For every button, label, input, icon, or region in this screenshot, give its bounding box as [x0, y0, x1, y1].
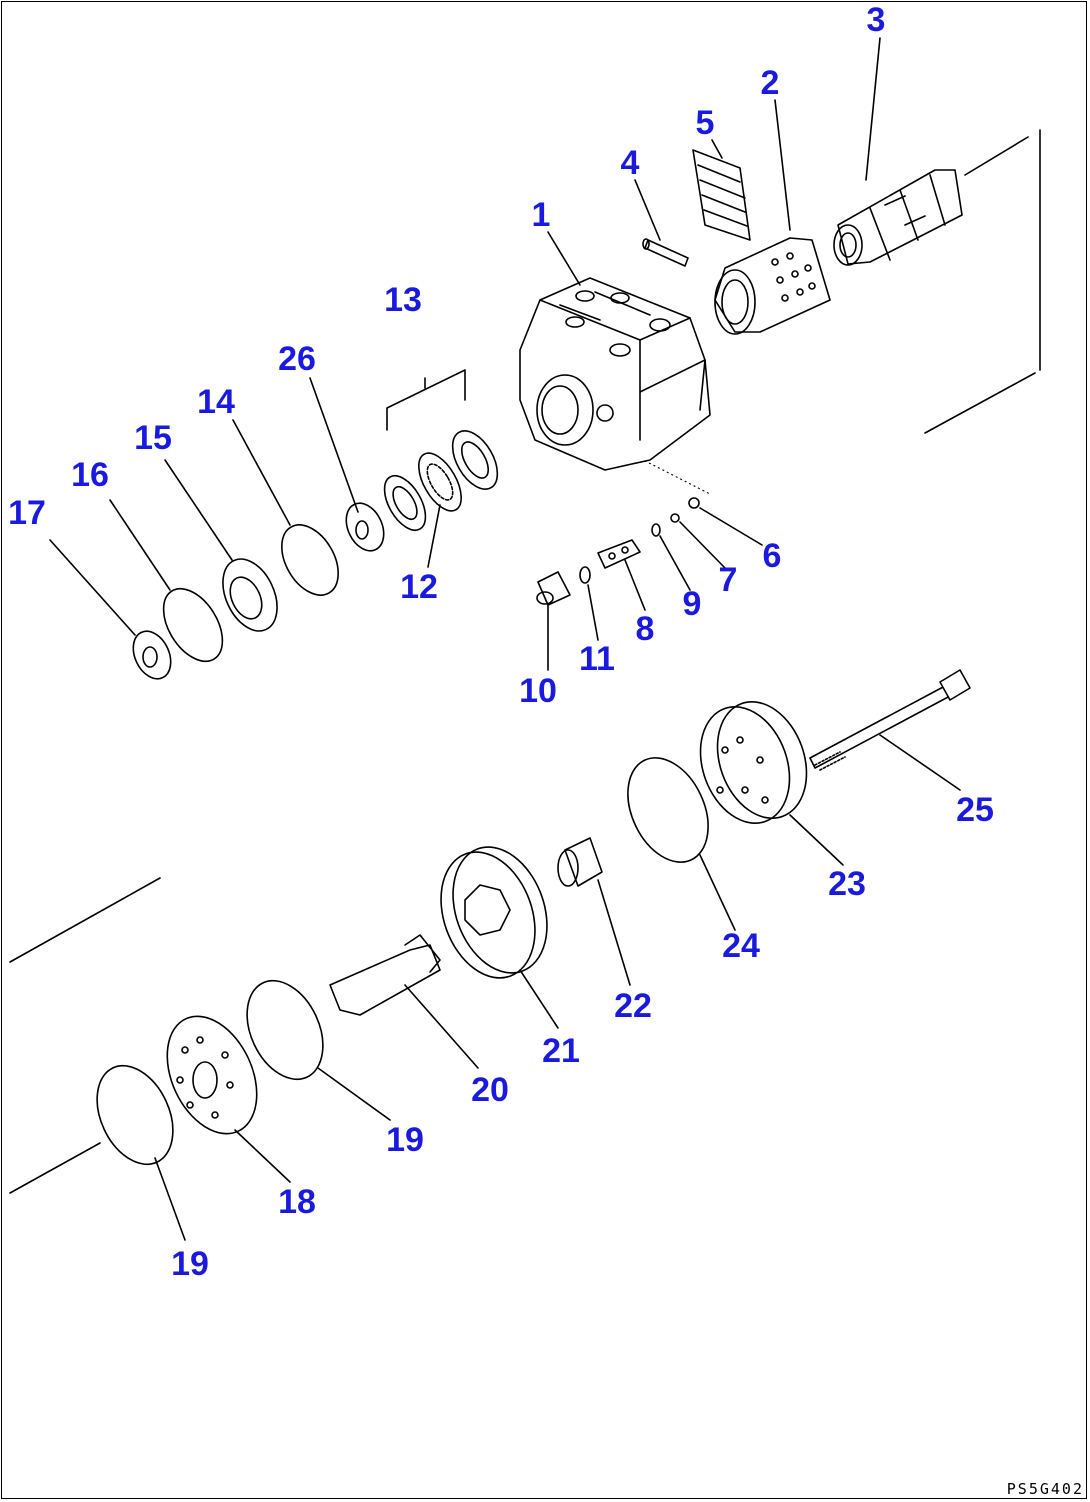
callout-12: 12	[400, 568, 438, 606]
part-22-spacer	[557, 837, 603, 887]
callout-22: 22	[614, 987, 652, 1025]
part-13-washer-rear	[383, 475, 427, 531]
callout-26: 26	[278, 340, 316, 378]
callout-25: 25	[956, 791, 994, 829]
callout-9: 9	[682, 585, 702, 623]
callout-11: 11	[579, 640, 615, 678]
callout-7: 7	[718, 561, 738, 599]
part-26-seal	[345, 502, 385, 552]
part-20-drive	[329, 934, 441, 1016]
callout-21: 21	[542, 1032, 580, 1070]
callout-1: 1	[531, 196, 551, 234]
callout-19-upper: 19	[386, 1121, 424, 1159]
part-16-o-ring	[162, 587, 224, 663]
part-12-needle-bearing	[418, 452, 462, 512]
drawing-code: PS5G402	[1006, 1480, 1084, 1498]
part-7-ball	[670, 513, 680, 523]
callout-8: 8	[635, 610, 655, 648]
part-17-dust-seal	[132, 630, 172, 680]
part-4-pin	[642, 238, 689, 267]
callout-2: 2	[760, 64, 780, 102]
part-19-o-ring-upper	[246, 979, 324, 1081]
callout-10: 10	[519, 672, 557, 710]
part-2-sleeve	[714, 237, 831, 335]
callout-15: 15	[134, 419, 172, 457]
callout-13: 13	[384, 281, 422, 319]
callout-18: 18	[278, 1183, 316, 1221]
part-13-washer-front	[451, 430, 499, 490]
callout-5: 5	[695, 104, 715, 142]
part-14-o-ring	[281, 524, 339, 596]
part-3-spool	[833, 169, 963, 266]
leader-lines	[49, 37, 961, 1241]
callout-3: 3	[866, 1, 886, 39]
part-13-bracket	[386, 369, 466, 431]
part-23-end-cap	[699, 701, 808, 824]
part-8-stop	[597, 539, 641, 569]
part-15-retainer	[222, 558, 278, 632]
part-1-valve-body	[519, 277, 711, 471]
part-10-plug	[536, 571, 571, 606]
part-24-o-ring	[627, 757, 709, 863]
callout-6: 6	[762, 537, 782, 575]
part-6-ball	[688, 497, 700, 509]
callout-20: 20	[471, 1071, 509, 1109]
callout-24: 24	[722, 927, 760, 965]
callout-17: 17	[8, 494, 46, 532]
part-25-bolt	[809, 669, 971, 771]
part-5-spring-set	[692, 149, 751, 241]
callout-4: 4	[620, 144, 640, 182]
callout-23: 23	[828, 865, 866, 903]
part-18-spacer-plate	[166, 1015, 258, 1135]
part-11-o-ring	[579, 566, 591, 584]
callout-14: 14	[197, 383, 235, 421]
part-21-gear-set	[440, 846, 548, 979]
callout-16: 16	[71, 456, 109, 494]
part-9-seat	[651, 523, 661, 537]
callout-19-lower: 19	[171, 1245, 209, 1283]
